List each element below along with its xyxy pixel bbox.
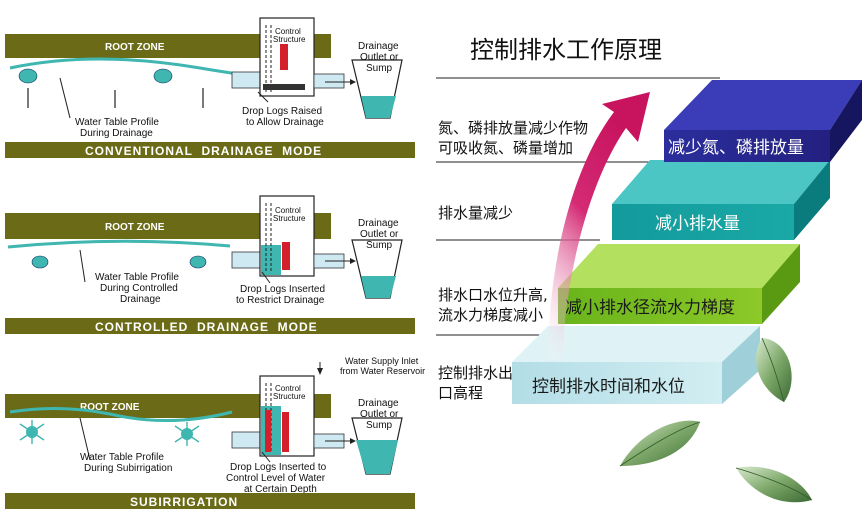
pipe-to-structure [231, 251, 261, 269]
mode-label: CONTROLLED DRAINAGE MODE [95, 320, 318, 334]
step-label-1: 减少氮、磷排放量 [668, 138, 804, 158]
leaf-decoration [756, 338, 792, 402]
rising-arrow [548, 92, 650, 360]
sump-water [361, 276, 396, 298]
pipe-out [313, 73, 345, 89]
pipe-to-structure [231, 431, 261, 449]
step-3: 减小排水径流水力梯度 [558, 244, 800, 324]
drop-log [280, 44, 288, 70]
drop-log [282, 242, 290, 270]
effect-text-2: 排水量减少 [438, 204, 513, 222]
leaf-decoration [736, 466, 812, 503]
mode-label: CONVENTIONAL DRAINAGE MODE [85, 144, 322, 158]
root-zone-label: ROOT ZONE [105, 42, 165, 53]
effect-text-4: 控制排水出口高程 [438, 364, 513, 402]
right-panel: 控制排水工作原理 氮、磷排放量减少作物可吸收氮、磷量增加 排水量减少 排水口水位… [436, 36, 862, 503]
drain-pipe [18, 68, 38, 84]
step-2: 减小排水量 [612, 160, 830, 240]
water-table-curve [7, 239, 231, 249]
drain-pipe [31, 255, 49, 269]
step-label-3: 减小排水径流水力梯度 [565, 298, 735, 318]
step-label-4: 控制排水时间和水位 [532, 377, 685, 397]
drain-pipe [189, 255, 207, 269]
emitter-left [19, 420, 45, 444]
step-1: 减少氮、磷排放量 [664, 80, 862, 162]
sump-water [356, 440, 398, 474]
effect-text-3: 排水口水位升高,流水力梯度减小 [438, 286, 548, 324]
panel-title: 控制排水工作原理 [470, 36, 662, 64]
drain-pipe [153, 68, 173, 84]
mode-band [5, 318, 415, 334]
mode-band [5, 493, 415, 509]
pipe-to-structure [231, 71, 261, 89]
sump-water [361, 96, 396, 118]
drop-log [282, 412, 289, 452]
water-table-curve [9, 406, 233, 422]
mode-label: SUBIRRIGATION [130, 495, 238, 509]
drop-log [265, 410, 271, 452]
emitter-right [174, 422, 200, 446]
root-zone-label: ROOT ZONE [105, 222, 165, 233]
effect-text-1: 氮、磷排放量减少作物可吸收氮、磷量增加 [438, 119, 588, 157]
mode-band [5, 142, 415, 158]
leaf-decoration [620, 420, 700, 466]
root-zone-label: ROOT ZONE [80, 402, 140, 413]
step-label-2: 减小排水量 [655, 214, 740, 234]
step-4: 控制排水时间和水位 [512, 326, 760, 404]
